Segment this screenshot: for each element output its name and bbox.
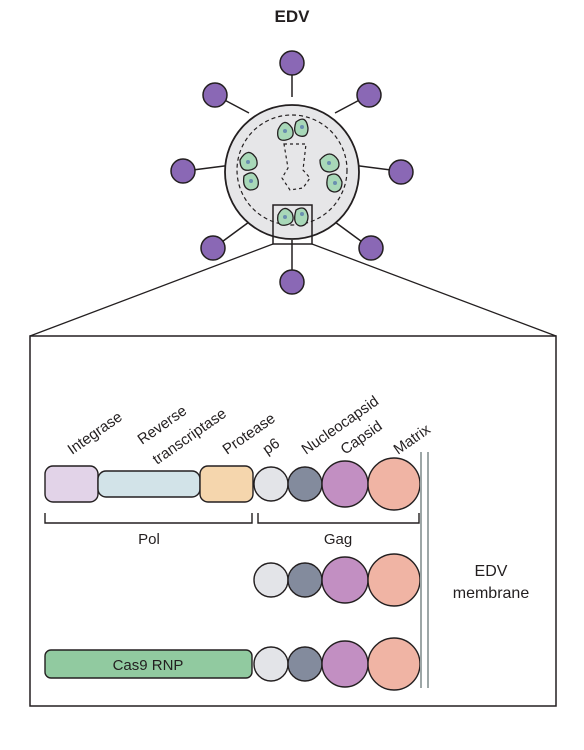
cargo-cluster-bottom: [277, 207, 309, 227]
capsid-domain: [321, 640, 369, 688]
spike-head: [279, 269, 305, 295]
particle-inner-core: [236, 114, 348, 226]
zoom-box: [272, 204, 313, 245]
spike-head: [356, 82, 382, 108]
integrase-domain: [44, 465, 99, 503]
cas9-gag-row: [44, 637, 421, 691]
matrix-domain: [367, 553, 421, 607]
cas9-rnp-domain: [44, 649, 253, 679]
pol-bracket: [44, 513, 253, 524]
spike-head: [202, 82, 228, 108]
particle-inner-outline: [281, 143, 311, 191]
zoom-line-left: [29, 243, 274, 337]
capsid-domain: [321, 556, 369, 604]
nucleocapsid-domain: [287, 562, 323, 598]
protease-domain: [199, 465, 254, 503]
spike-head: [388, 159, 414, 185]
matrix-domain: [367, 637, 421, 691]
spike-heads: [170, 50, 414, 295]
p6-domain: [253, 466, 289, 502]
cargo-cluster-right: [319, 153, 343, 193]
cargo-cluster-left: [239, 151, 259, 191]
spike-head: [279, 50, 305, 76]
gag-row: [253, 553, 421, 607]
matrix-domain: [367, 457, 421, 511]
membrane-label-line2: membrane: [453, 585, 530, 602]
pol-label: Pol: [138, 531, 160, 548]
envelope-spikes: [184, 64, 400, 280]
nucleocapsid-domain: [287, 466, 323, 502]
spike-head: [358, 235, 384, 261]
zoom-line-right: [311, 243, 557, 337]
gag-label: Gag: [324, 531, 352, 548]
detail-panel: [29, 335, 557, 707]
edv-particle: [224, 104, 360, 240]
reverse-transcriptase-domain: [97, 470, 201, 498]
membrane-label-line1: EDV: [475, 563, 508, 580]
label-p6: p6: [260, 435, 283, 458]
nucleocapsid-domain: [287, 646, 323, 682]
cas9-label: Cas9 RNP: [113, 657, 184, 674]
p6-domain: [253, 646, 289, 682]
p6-domain: [253, 562, 289, 598]
diagram-title: EDV: [275, 7, 311, 26]
cargo-cluster-top: [277, 118, 309, 141]
capsid-domain: [321, 460, 369, 508]
spike-head: [200, 235, 226, 261]
gag-bracket: [257, 513, 420, 524]
spike-head: [170, 158, 196, 184]
